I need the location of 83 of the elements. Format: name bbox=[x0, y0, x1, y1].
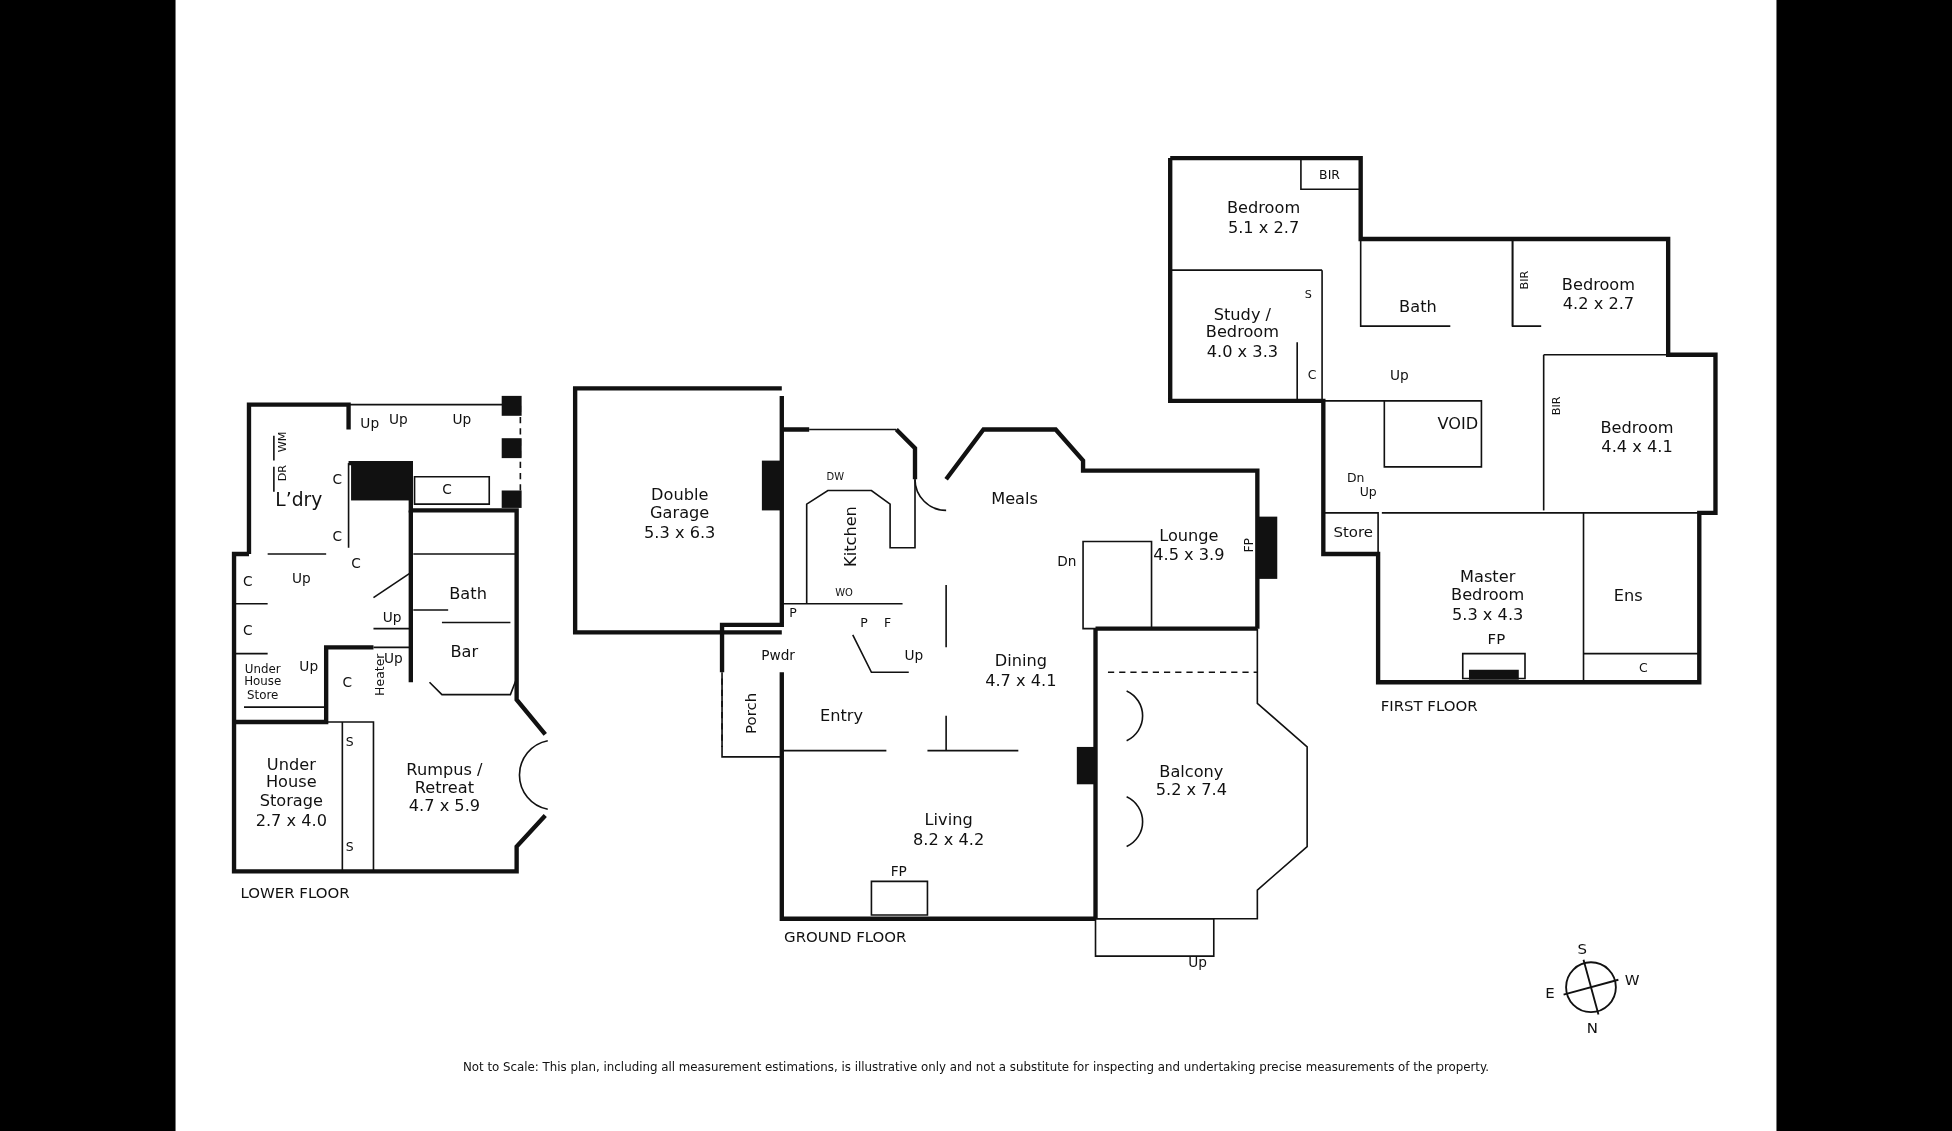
plan-label: Up bbox=[1389, 368, 1409, 384]
plan-label: Up bbox=[1359, 484, 1377, 499]
plan-label: S bbox=[345, 839, 354, 854]
room-label: 5.1 x 2.7 bbox=[1227, 218, 1300, 237]
plan-label: S bbox=[345, 735, 354, 749]
room-label: Ens bbox=[1613, 587, 1643, 606]
room-label: 4.4 x 4.1 bbox=[1601, 438, 1673, 456]
plan-label: WO bbox=[835, 588, 853, 600]
room-label: 4.2 x 2.7 bbox=[1562, 294, 1635, 313]
plan-label: Pwdr bbox=[761, 648, 795, 664]
room-label: Bar bbox=[450, 643, 479, 662]
room-label: 2.7 x 4.0 bbox=[255, 812, 327, 831]
plan-label: WM bbox=[277, 431, 290, 453]
room-label: 5.3 x 4.3 bbox=[1452, 606, 1524, 624]
room-label: Bath bbox=[1399, 298, 1437, 317]
room-label: 4.5 x 3.9 bbox=[1153, 546, 1225, 565]
room-label: Study / Bedroom bbox=[1204, 305, 1280, 342]
plan-label: DR bbox=[277, 464, 290, 482]
room-label: L’dry bbox=[275, 490, 323, 511]
plan-label: FP bbox=[890, 865, 907, 881]
room-label: 4.7 x 4.1 bbox=[985, 672, 1057, 690]
plan-label: P bbox=[789, 605, 797, 620]
plan-label: W bbox=[1624, 972, 1640, 990]
room-label: Under House Store bbox=[243, 662, 283, 702]
plan-label: E bbox=[1545, 985, 1555, 1002]
room-label: Meals bbox=[991, 490, 1038, 509]
room-label: 5.3 x 6.3 bbox=[644, 523, 716, 542]
plan-label: S bbox=[1577, 941, 1587, 959]
disclaimer-note: Not to Scale: This plan, including all measurement estimations, is illustrative only and not a substitute for inspecting and undertaking precise measurements of the property. bbox=[462, 1060, 1490, 1074]
room-label: Dining bbox=[994, 652, 1047, 670]
plan-label: FP bbox=[1241, 537, 1256, 553]
room-label: Rumpus / Retreat bbox=[405, 761, 484, 798]
room-label: Bedroom bbox=[1561, 276, 1636, 294]
plan-label: BIR bbox=[1319, 167, 1340, 182]
plan-label: C bbox=[242, 623, 253, 639]
room-label: Under House Storage bbox=[258, 756, 324, 810]
plan-label: DW bbox=[826, 472, 845, 484]
plan-label: Up bbox=[1188, 956, 1207, 972]
room-label: 4.7 x 5.9 bbox=[408, 797, 481, 816]
plan-label: Up bbox=[360, 417, 380, 433]
plan-label: C bbox=[332, 473, 343, 489]
room-label: Master Bedroom bbox=[1450, 568, 1526, 605]
room-label: 5.2 x 7.4 bbox=[1155, 781, 1228, 800]
plan-label: P bbox=[860, 615, 868, 630]
plan-label: Up bbox=[382, 611, 402, 627]
plan-label: C bbox=[442, 482, 452, 498]
room-label: Bedroom bbox=[1226, 199, 1301, 217]
plan-label: S bbox=[1304, 288, 1312, 302]
plan-label: C bbox=[332, 530, 343, 546]
plan-label: C bbox=[351, 556, 361, 572]
plan-label: BIR bbox=[1518, 270, 1532, 290]
room-label: Balcony bbox=[1159, 762, 1224, 781]
plan-label: C bbox=[1638, 660, 1648, 675]
plan-label: C bbox=[1307, 367, 1317, 382]
room-label: Lounge bbox=[1159, 527, 1219, 546]
room-label: Entry bbox=[820, 706, 864, 725]
room-label: VOID bbox=[1437, 415, 1479, 434]
plan-label: Porch bbox=[743, 692, 761, 734]
room-label: 4.0 x 3.3 bbox=[1206, 343, 1279, 362]
plan-label: BIR bbox=[1551, 396, 1564, 416]
room-label: Living bbox=[924, 811, 973, 830]
plan-label: Up bbox=[299, 659, 319, 675]
plan-label: C bbox=[242, 575, 253, 591]
plan-label: C bbox=[342, 675, 353, 691]
plan-label: F bbox=[884, 615, 892, 630]
plan-label: Up bbox=[291, 571, 311, 587]
room-label: Kitchen bbox=[842, 506, 861, 567]
plan-label: GROUND FLOOR bbox=[784, 929, 907, 946]
plan-label: Up bbox=[904, 648, 924, 664]
room-label: 8.2 x 4.2 bbox=[912, 831, 985, 850]
plan-label: LOWER FLOOR bbox=[240, 885, 350, 903]
plan-label: Up bbox=[452, 413, 472, 429]
plan-label: Store bbox=[1333, 524, 1373, 541]
plan-label: FP bbox=[1487, 631, 1506, 649]
plan-label: Up bbox=[384, 652, 403, 668]
room-label: Bedroom bbox=[1600, 419, 1674, 438]
plan-label: FIRST FLOOR bbox=[1380, 698, 1478, 716]
room-label: Bath bbox=[449, 584, 487, 603]
room-label: Double Garage bbox=[649, 486, 711, 522]
plan-label: Up bbox=[389, 413, 408, 429]
plan-label: Dn bbox=[1057, 555, 1077, 571]
plan-label: N bbox=[1586, 1020, 1598, 1037]
plan-label: Dn bbox=[1346, 471, 1365, 485]
